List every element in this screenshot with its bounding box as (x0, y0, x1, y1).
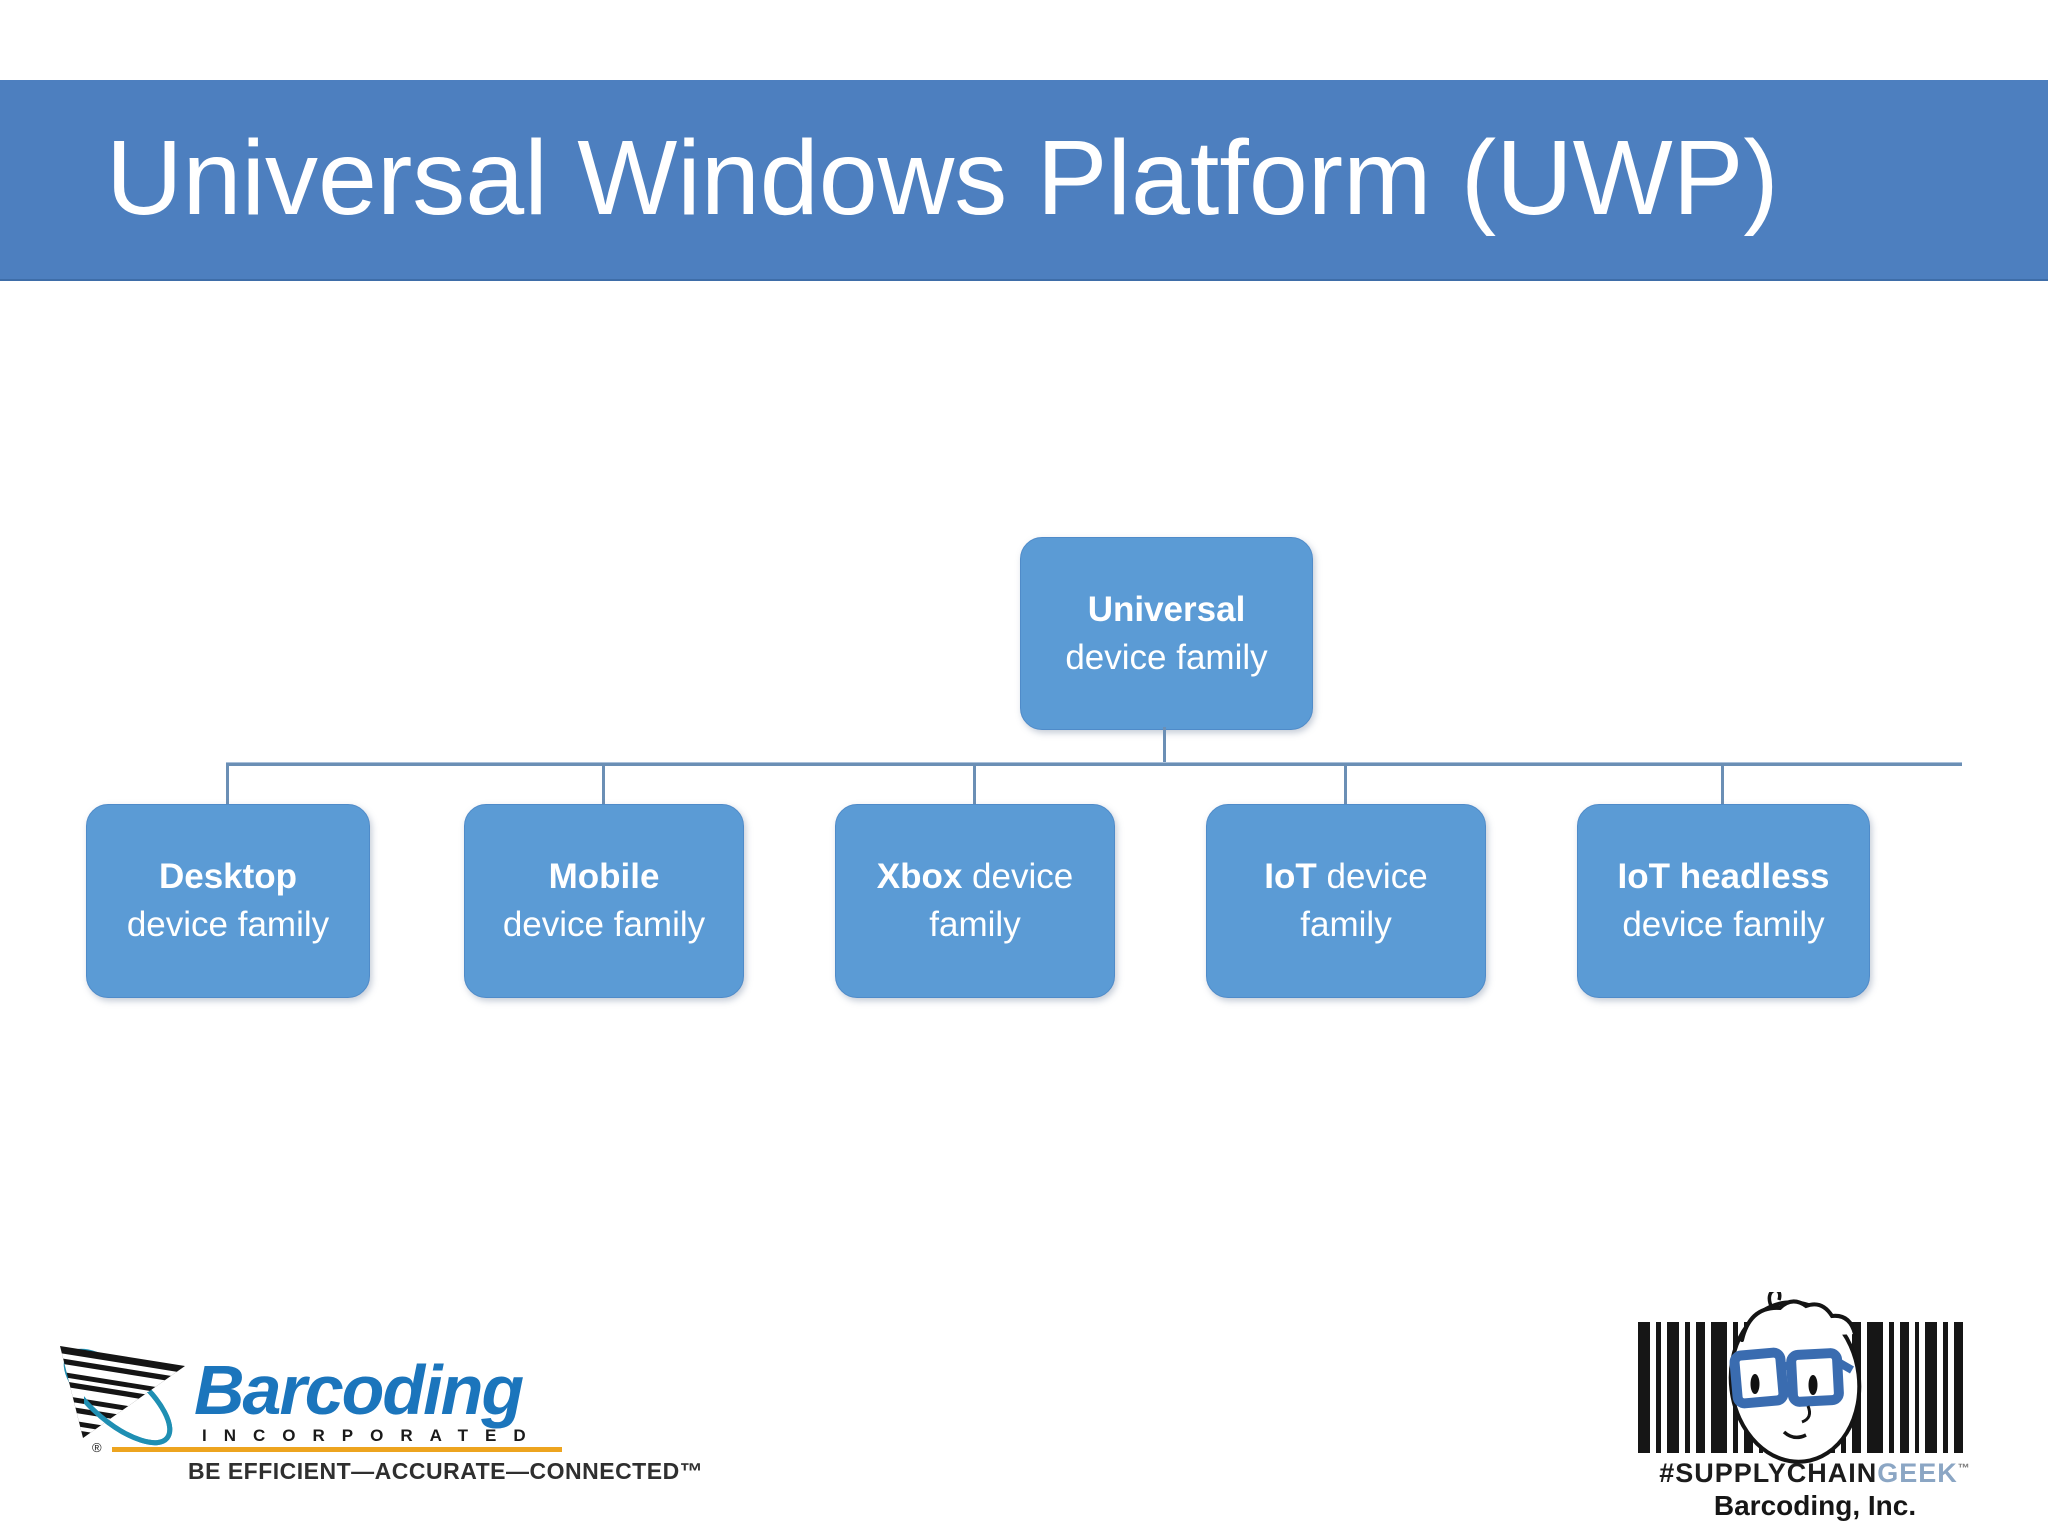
connector-drop-iot (1344, 765, 1347, 805)
node-subtitle: family (929, 905, 1021, 944)
node-subtitle: device family (1622, 905, 1825, 944)
company-name: Barcoding, Inc. (1713, 1490, 1917, 1521)
node-desktop-device-family: Desktop device family (86, 804, 370, 998)
node-title: IoT headless (1617, 857, 1830, 896)
connector-root-stub (1163, 727, 1166, 763)
node-iot-device-family: IoT device family (1206, 804, 1486, 998)
connector-drop-desktop (226, 765, 229, 805)
node-universal-device-family: Universal device family (1020, 537, 1313, 730)
hashtag-label: #SUPPLYCHAINGEEK™ (1659, 1458, 1971, 1488)
connector-drop-xbox (973, 765, 976, 805)
node-subtitle: device family (126, 905, 330, 944)
registered-mark: ® (92, 1440, 102, 1455)
trademark-mark: ™ (1957, 1461, 1971, 1475)
node-xbox-device-family: Xbox device family (835, 804, 1115, 998)
node-subtitle: device family (1065, 637, 1268, 677)
barcoding-wordmark: Barcoding (194, 1351, 524, 1429)
title-bar: Universal Windows Platform (UWP) (0, 80, 2048, 281)
barcode-flag-orbit-icon (60, 1346, 185, 1446)
brand-tagline: BE EFFICIENT—ACCURATE—CONNECTED™ (188, 1458, 704, 1484)
connector-horizontal-line (226, 762, 1962, 766)
node-subtitle: family (1300, 905, 1392, 944)
orange-rule (112, 1447, 562, 1452)
node-subtitle: device family (502, 905, 706, 944)
barcoding-incorporated-logo: ® Barcoding INCORPORATED BE EFFICIENT—AC… (50, 1322, 703, 1502)
node-title: IoT device (1264, 857, 1428, 896)
node-iot-headless-device-family: IoT headless device family (1577, 804, 1870, 998)
incorporated-label: INCORPORATED (202, 1426, 543, 1445)
connector-drop-iot-headless (1721, 765, 1724, 805)
barcode-geek-face-icon (1638, 1292, 1963, 1464)
node-title: Xbox device (876, 857, 1074, 896)
node-title: Universal (1087, 589, 1246, 629)
node-title: Desktop (158, 857, 298, 896)
connector-drop-mobile (602, 765, 605, 805)
supplychaingeek-logo: #SUPPLYCHAINGEEK™ Barcoding, Inc. (1622, 1292, 2008, 1532)
node-title: Mobile (548, 857, 660, 896)
page-title: Universal Windows Platform (UWP) (106, 119, 1779, 237)
geek-face (1728, 1292, 1862, 1464)
node-mobile-device-family: Mobile device family (464, 804, 744, 998)
